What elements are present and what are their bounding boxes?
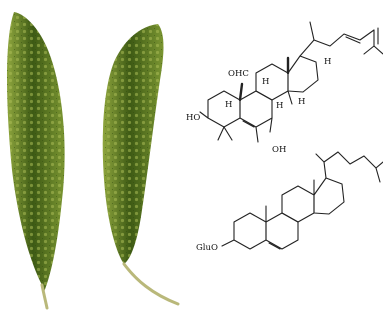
bitter-gourd-right xyxy=(102,24,180,306)
aldehyde-label: OHC xyxy=(228,69,249,79)
h-ring-b-label: H xyxy=(262,77,269,87)
glycoside-label: GluO xyxy=(196,243,218,253)
steroid-structure-bottom: GluO xyxy=(196,151,383,253)
h-ring-a-label: H xyxy=(225,100,232,110)
hydroxyl-right-label: OH xyxy=(272,145,286,155)
steroid-structure-top: OHC HO OH H H H H H xyxy=(186,21,383,155)
bitter-gourd-left xyxy=(7,12,65,310)
h-ring-d-label: H xyxy=(298,97,305,107)
h-side-label: H xyxy=(324,57,331,67)
hydroxyl-left-label: HO xyxy=(186,113,200,123)
h-ring-c-label: H xyxy=(276,101,283,111)
